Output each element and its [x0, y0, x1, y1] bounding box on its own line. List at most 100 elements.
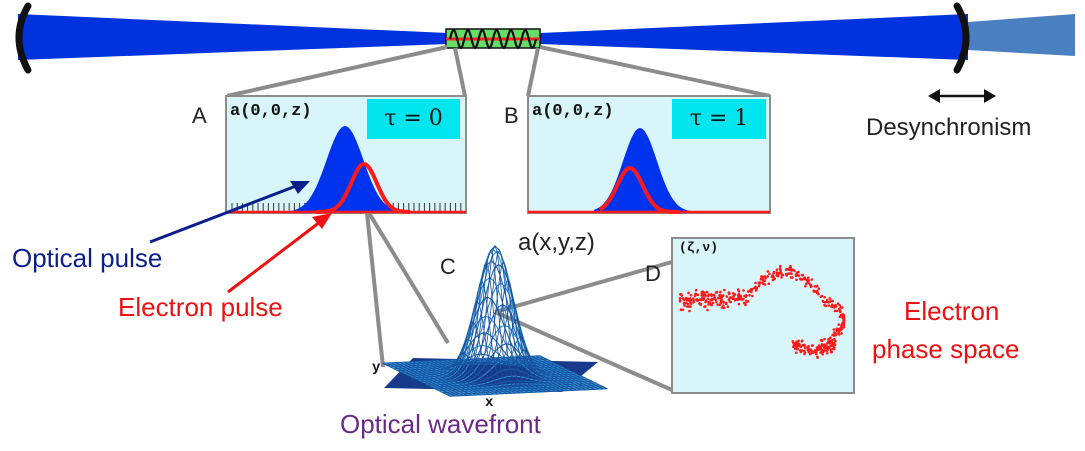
phase-space-particle: [805, 282, 808, 286]
phase-space-particle: [819, 346, 823, 350]
annotation-arrows: [149, 181, 332, 294]
wavefront-mesh-line: [452, 262, 521, 394]
phase-space-particle: [822, 350, 825, 354]
electron-pulse-arrow-shaft: [227, 220, 321, 294]
panel-a-optical-pulse: [290, 126, 420, 212]
phase-space-particle: [754, 281, 757, 285]
phase-space-particle: [838, 333, 841, 336]
beam-left: [18, 14, 448, 60]
phase-space-particle: [835, 329, 839, 333]
panel-c-wavefront: [382, 245, 608, 397]
phase-space-particle: [803, 352, 806, 356]
phase-space-particle: [737, 290, 741, 293]
phase-space-particle: [796, 347, 800, 351]
phase-space-particle: [682, 298, 686, 302]
electron-phase-space-label-line1: Electron: [904, 296, 1000, 326]
phase-space-particle: [810, 278, 814, 281]
phase-space-particle: [738, 297, 741, 301]
phase-space-particle: [760, 275, 763, 278]
phase-space-particle: [721, 294, 725, 297]
phase-space-particle: [699, 298, 702, 302]
phase-space-particle: [714, 298, 718, 302]
phase-space-particle: [828, 342, 831, 345]
phase-space-particle: [688, 305, 691, 309]
zoom-line-a-right: [453, 47, 467, 97]
panel-d-frame: [671, 237, 855, 394]
wavefront-mesh-line: [517, 356, 586, 391]
phase-space-particle: [757, 281, 761, 285]
phase-space-particle: [704, 300, 707, 304]
zoom-line-d-top: [494, 260, 673, 314]
phase-space-particle: [701, 293, 705, 297]
electron-pulse-arrowhead: [312, 213, 332, 229]
phase-space-particle: [696, 299, 700, 302]
wavefront-mesh-line: [513, 356, 582, 391]
phase-space-particle: [825, 346, 829, 350]
phase-space-particle: [832, 341, 836, 345]
phase-space-particle: [840, 332, 843, 335]
wavefront-mesh-line: [461, 245, 529, 393]
phase-space-particle: [790, 272, 793, 276]
phase-space-particle: [710, 294, 713, 298]
phase-space-particle: [687, 291, 690, 295]
phase-space-particle: [707, 303, 710, 306]
phase-space-particle: [795, 351, 798, 355]
wavefront-mesh-line: [386, 362, 455, 397]
wavefront-mesh-line: [491, 349, 560, 392]
phase-space-particle: [751, 294, 754, 298]
undulator: [445, 28, 541, 50]
phase-space-particle: [809, 348, 813, 351]
phase-space-particle: [715, 300, 718, 304]
phase-space-particle: [819, 295, 823, 299]
beam-right: [540, 14, 968, 60]
phase-space-particle: [729, 300, 732, 304]
phase-space-particle: [833, 309, 837, 313]
phase-space-particle: [744, 295, 748, 299]
phase-space-particle: [750, 290, 753, 294]
panel-b-axis-label: a(0,0,z): [532, 102, 614, 121]
phase-space-particle: [798, 343, 801, 346]
phase-space-particle: [764, 275, 767, 278]
phase-space-particle: [827, 339, 831, 343]
wavefront-mesh-line: [417, 361, 486, 395]
phase-space-particle: [785, 274, 788, 277]
phase-space-particle: [757, 284, 761, 288]
phase-space-particle: [693, 294, 697, 298]
wavefront-mesh-line: [421, 361, 490, 395]
wavefront-mesh-line: [439, 321, 508, 394]
phase-space-particle: [775, 268, 779, 272]
undulator-wiggle: [448, 28, 538, 50]
phase-space-particle: [779, 264, 782, 268]
phase-space-particle: [831, 299, 834, 303]
electron-pulse-label: Electron pulse: [118, 292, 283, 322]
phase-space-particle: [802, 344, 805, 347]
optical-pulse-arrow-shaft: [149, 184, 297, 244]
wavefront-mesh-line: [443, 301, 512, 394]
wavefront-mesh-line: [434, 338, 503, 395]
phase-space-particle: [806, 278, 809, 282]
phase-space-particle: [763, 283, 767, 286]
phase-space-particle: [761, 281, 764, 285]
phase-space-particle: [723, 288, 726, 292]
phase-space-particle: [692, 300, 695, 304]
left-mirror: [15, 2, 32, 74]
phase-space-particle: [732, 295, 735, 298]
phase-space-particle: [815, 291, 819, 295]
phase-space-particle: [707, 293, 711, 296]
phase-space-particle: [768, 272, 771, 276]
phase-space-particle: [737, 295, 740, 299]
phase-space-particle: [704, 294, 707, 298]
phase-space-particle: [823, 303, 826, 307]
phase-space-particle: [833, 306, 836, 309]
phase-space-particle: [711, 301, 715, 305]
phase-space-particle: [785, 267, 789, 271]
phase-space-particle: [716, 303, 719, 306]
phase-space-particle: [803, 276, 807, 280]
wavefront-mesh-line: [404, 361, 473, 396]
wavefront-mesh-line: [482, 319, 551, 392]
phase-space-particle: [698, 302, 701, 305]
phase-space-particle: [719, 299, 723, 302]
phase-space-particle: [686, 297, 690, 301]
wavefront-mesh-line: [399, 362, 468, 396]
phase-space-particle: [823, 337, 826, 341]
